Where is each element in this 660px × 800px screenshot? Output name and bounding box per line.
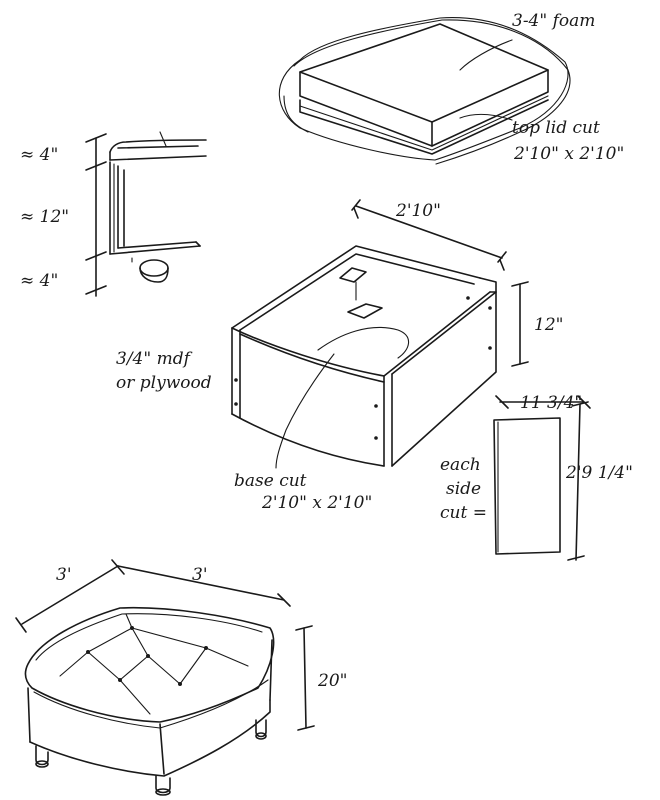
- ottoman-illustration: [15, 559, 315, 796]
- ottoman-depth-label: 3': [56, 565, 72, 585]
- lid-label-line1: top lid cut: [512, 118, 600, 138]
- material-label-line1: 3/4" mdf: [116, 349, 193, 369]
- panel-caption-line1: each: [440, 455, 481, 475]
- box-height-label: 12": [534, 315, 563, 335]
- side-panel-illustration: [493, 395, 591, 561]
- lid-label-line2: 2'10" x 2'10": [513, 144, 624, 164]
- base-cut-label-line1: base cut: [234, 471, 307, 491]
- cushion-illustration: [278, 17, 571, 165]
- side-profile-illustration: [85, 131, 207, 297]
- base-cut-label-line2: 2'10" x 2'10": [261, 493, 372, 513]
- ottoman-height-label: 20": [317, 671, 347, 691]
- panel-caption-line3: cut =: [440, 503, 487, 523]
- material-label-line2: or plywood: [116, 373, 212, 393]
- profile-dim-top: ≈ 4": [20, 145, 58, 165]
- panel-caption-line2: side: [446, 479, 481, 499]
- ottoman-width-label: 3': [192, 565, 208, 585]
- profile-dim-bottom: ≈ 4": [20, 271, 58, 291]
- profile-dim-middle: ≈ 12": [20, 207, 69, 227]
- box-width-label: 2'10": [395, 201, 441, 221]
- panel-height-label: 2'9 1/4": [565, 463, 633, 483]
- foam-label: 3-4" foam: [512, 11, 595, 31]
- panel-width-label: 11 3/4": [520, 393, 582, 413]
- box-illustration: [231, 199, 529, 469]
